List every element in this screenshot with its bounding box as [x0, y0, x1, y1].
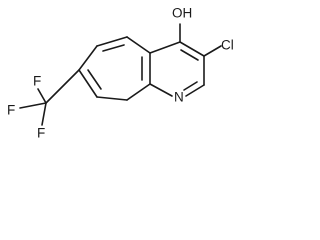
- atom-label-oh: OH: [172, 6, 192, 21]
- bond-cf3-f-left: [19, 102, 47, 109]
- bond-c8a-link: [126, 83, 151, 101]
- atom-label-n: N: [174, 90, 184, 105]
- bond-c5-c6: [96, 36, 128, 47]
- bond-c3-cl: [203, 45, 222, 57]
- atom-label-cl: Cl: [221, 38, 234, 53]
- bond-c8-c8a: [96, 96, 128, 101]
- bond-c6-c6-inner: [102, 44, 125, 52]
- atom-label-f-left: F: [7, 103, 15, 118]
- bond-c2-n1-inner: [183, 81, 198, 91]
- bond-cf3-f-top: [37, 88, 47, 104]
- bond-c4-c3: [179, 41, 205, 57]
- bond-c7-c8-inner: [87, 69, 102, 90]
- bond-cf3-f-bottom: [41, 102, 47, 126]
- bond-n1-c8a: [149, 83, 173, 97]
- bond-c2-n1: [185, 84, 205, 97]
- bond-c4a-c4: [149, 41, 181, 54]
- chemical-structure: OH Cl N F F F: [7, 6, 234, 141]
- bond-c4a-c5: [126, 36, 151, 54]
- atom-label-f-bottom: F: [37, 126, 45, 141]
- bond-c7-cf3: [45, 69, 80, 104]
- atom-label-f-top: F: [33, 74, 41, 89]
- bond-c7-c8: [78, 69, 98, 98]
- bond-c4-c3-inner: [180, 49, 199, 61]
- bond-c6-c7: [78, 45, 98, 71]
